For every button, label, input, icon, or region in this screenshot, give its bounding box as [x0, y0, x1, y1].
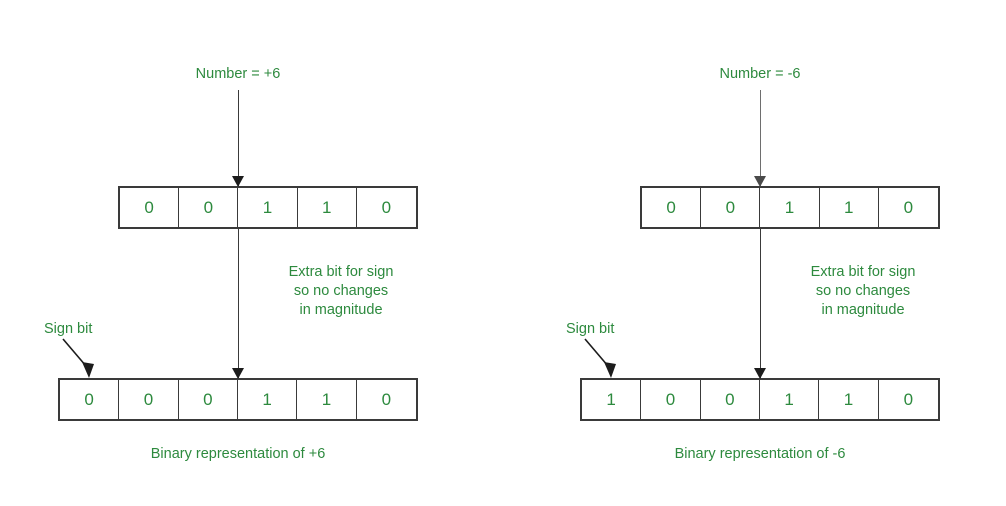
bit-cell: 1: [820, 188, 879, 227]
bit-cell: 0: [701, 188, 761, 227]
bit-cell: 0: [903, 389, 914, 409]
magnitude-to-signed-arrow-line: [760, 228, 761, 378]
sign-extension-note: Extra bit for sign so no changes in magn…: [289, 263, 394, 320]
bit-cell: 0: [642, 188, 702, 227]
bit-cell: 0: [179, 188, 239, 227]
note-line: Extra bit for sign: [810, 264, 916, 280]
bit-cell: 1: [819, 380, 879, 419]
bit-cell: 0: [381, 197, 392, 217]
number-label: Number = -6: [719, 66, 801, 82]
sign-bit-cell: 0: [60, 380, 120, 419]
bit-cell: 1: [760, 188, 820, 227]
note-line: in magnitude: [299, 302, 383, 318]
bit-cell: 1: [760, 380, 820, 419]
bit-cell: 1: [238, 188, 298, 227]
sign-bit-cell: 1: [582, 380, 642, 419]
bit-cell: 0: [381, 389, 392, 409]
magnitude-to-signed-arrow-line: [238, 228, 239, 378]
number-to-magnitude-arrow-line: [238, 90, 239, 186]
bit-cell: 0: [903, 197, 914, 217]
signed-bit-row: 1 0 0 1 1 0: [580, 378, 940, 421]
note-line: so no changes: [293, 283, 389, 299]
magnitude-bit-row: 0 0 1 1 0: [640, 186, 940, 229]
bit-cell: 1: [297, 380, 357, 419]
note-line: so no changes: [815, 283, 911, 299]
number-to-magnitude-arrowhead: [232, 176, 244, 187]
sign-bit-pointer-arrow: [584, 338, 616, 378]
panel-caption: Binary representation of +6: [150, 446, 326, 462]
signed-bit-row: 0 0 0 1 1 0: [58, 378, 418, 421]
note-line: in magnitude: [821, 302, 905, 318]
bit-cell: 0: [641, 380, 701, 419]
bit-cell: 0: [120, 188, 180, 227]
sign-bit-label: Sign bit: [44, 321, 93, 337]
bit-cell: 1: [298, 188, 357, 227]
magnitude-bit-row: 0 0 1 1 0: [118, 186, 418, 229]
number-to-magnitude-arrowhead: [754, 176, 766, 187]
sign-bit-label: Sign bit: [566, 321, 615, 337]
bit-cell: 1: [238, 380, 298, 419]
bit-cell: 0: [119, 380, 179, 419]
note-line: Extra bit for sign: [288, 264, 394, 280]
diagram-panel-positive: Number = +6 0 0 1 1 0 Extra bit for sign…: [44, 66, 418, 462]
number-label: Number = +6: [195, 66, 281, 82]
diagram-panel-negative: Number = -6 0 0 1 1 0 Extra bit for sign…: [503, 0, 1006, 506]
bit-cell: 0: [179, 380, 238, 419]
sign-extension-note: Extra bit for sign so no changes in magn…: [811, 263, 916, 320]
panel-caption: Binary representation of -6: [674, 446, 846, 462]
magnitude-to-signed-arrowhead: [754, 368, 766, 379]
number-to-magnitude-arrow-line: [760, 90, 761, 186]
bit-cell: 0: [701, 380, 760, 419]
sign-bit-pointer-arrow: [62, 338, 94, 378]
magnitude-to-signed-arrowhead: [232, 368, 244, 379]
